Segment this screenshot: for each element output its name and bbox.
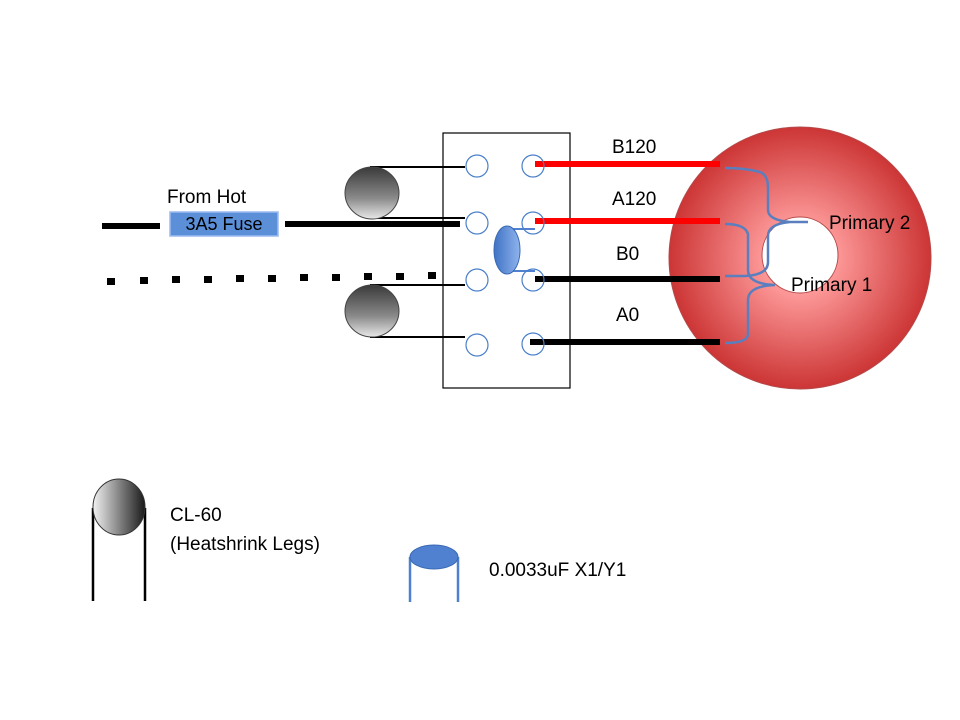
wire-label-b120: B120 [612, 137, 656, 158]
primary2-label: Primary 2 [829, 213, 910, 234]
terminal-screws [465, 154, 545, 357]
thermistor-icon [92, 478, 146, 536]
wire-label-b0: B0 [616, 244, 639, 265]
fuse [169, 211, 279, 237]
legend-thermistor [91, 478, 147, 601]
terminal-ring [465, 154, 489, 178]
legend-capacitor-label: 0.0033uF X1/Y1 [489, 560, 626, 581]
terminal-block-icon [442, 132, 571, 389]
wire-label-a0: A0 [616, 305, 639, 326]
terminal-ring [465, 268, 489, 292]
from-hot-label: From Hot [167, 187, 247, 208]
toroid-transformer-icon [668, 126, 932, 390]
fuse-label: 3A5 Fuse [185, 214, 262, 234]
terminal-ring [521, 332, 545, 356]
primary1-bracket [724, 222, 776, 345]
terminal-ring [521, 268, 545, 292]
terminal-ring [521, 154, 545, 178]
legend-capacitor [408, 544, 460, 602]
terminal-ring [465, 333, 489, 357]
terminal-ring [521, 211, 545, 235]
primary1-label: Primary 1 [791, 275, 872, 296]
primary2-bracket [724, 166, 808, 278]
legend-thermistor-name: CL-60 [170, 505, 222, 526]
neutral-dotted-line [107, 272, 436, 285]
wire-label-a120: A120 [612, 189, 656, 210]
capacitor-icon [493, 225, 521, 275]
thermistor-icon [344, 284, 400, 338]
legend-thermistor-note: (Heatshrink Legs) [170, 534, 320, 555]
terminal-ring [465, 211, 489, 235]
capacitor-icon [409, 544, 459, 570]
thermistor-icon [344, 166, 400, 220]
